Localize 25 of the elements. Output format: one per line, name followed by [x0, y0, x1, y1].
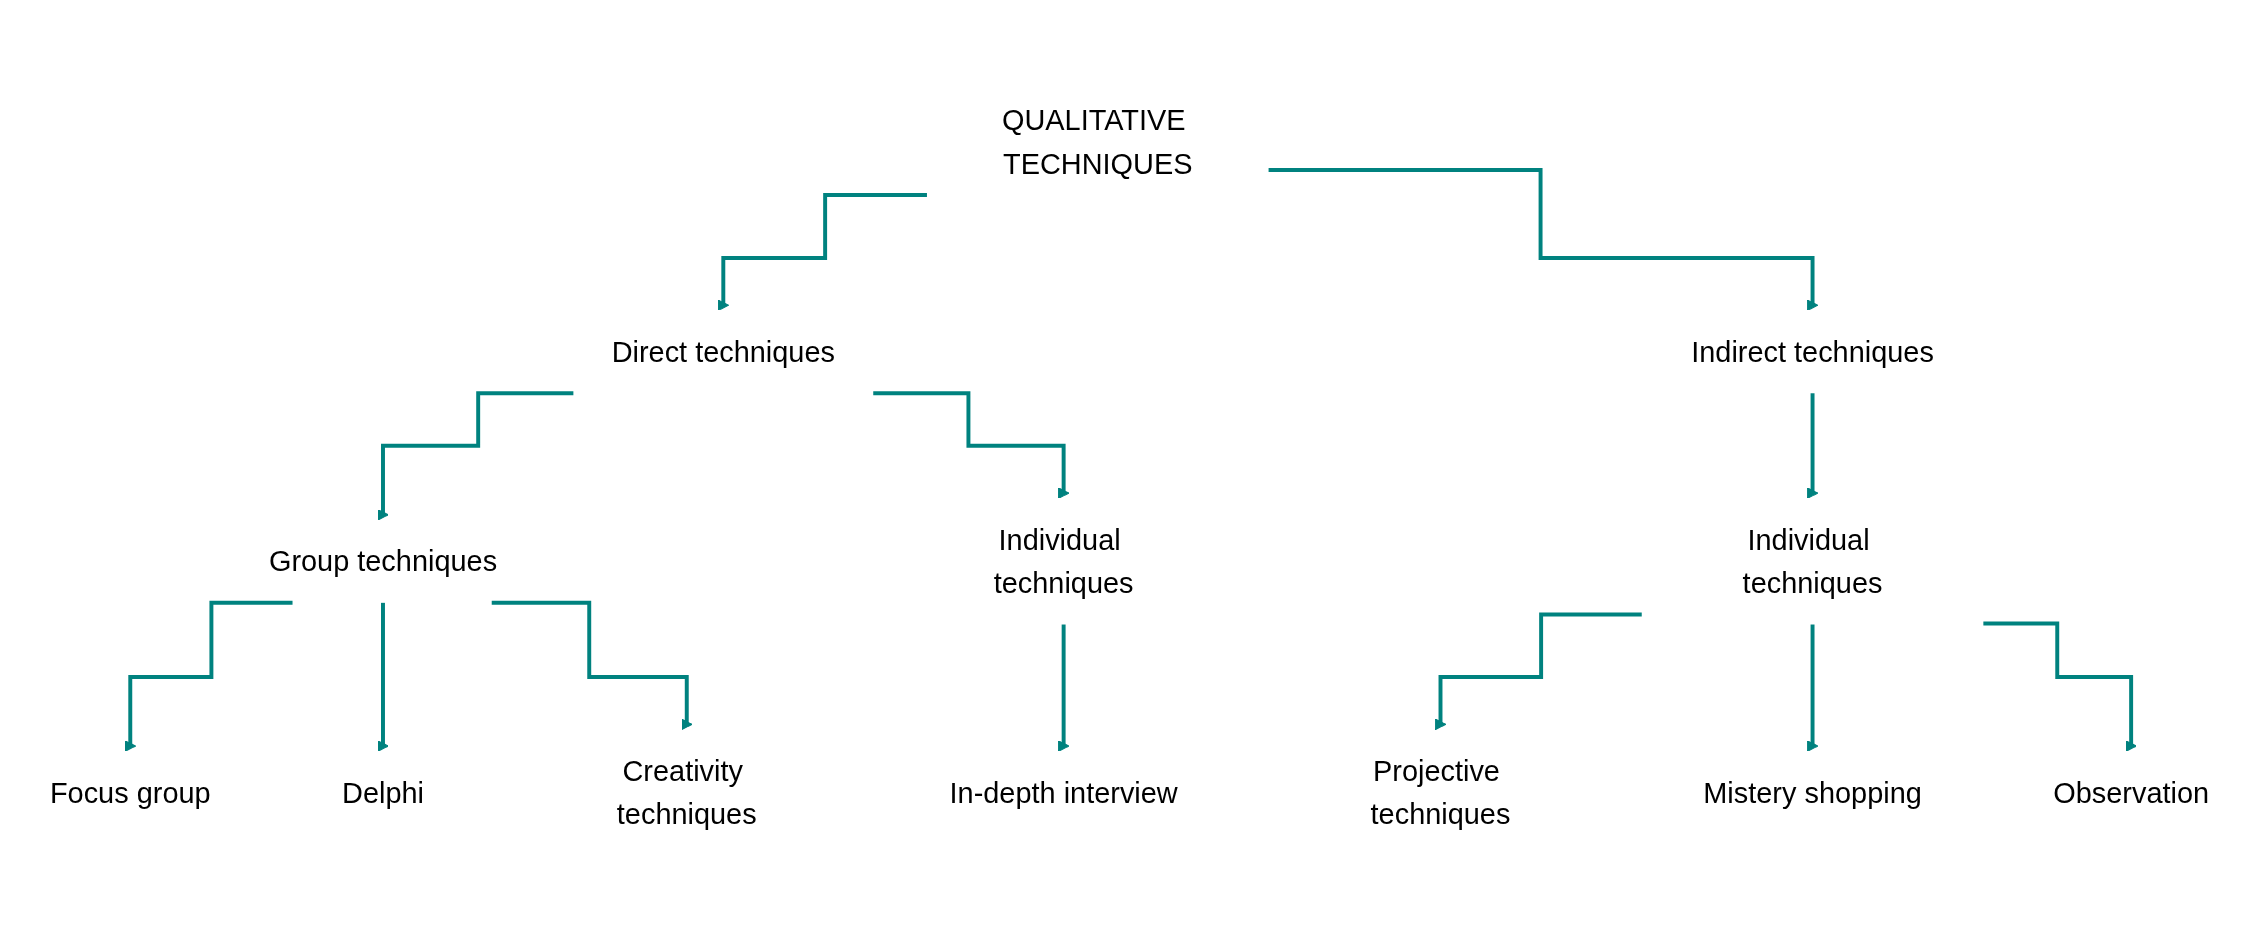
node-text: QUALITATIVE TECHNIQUES [1001, 104, 1193, 181]
node-text: Creativity techniques [616, 754, 757, 831]
arrow [377, 391, 574, 521]
arrow [1434, 612, 1642, 731]
node-text: Mistery shopping [1703, 776, 1922, 810]
arrow [491, 600, 693, 731]
arrow [1983, 621, 2137, 752]
arrow [717, 193, 927, 311]
arrow [1806, 391, 1819, 499]
node-text: Direct techniques [611, 335, 835, 369]
arrow [377, 600, 389, 752]
arrow [124, 600, 293, 752]
node-text: Individual techniques [993, 523, 1134, 600]
node-text: Focus group [49, 776, 211, 810]
arrow [873, 391, 1070, 499]
node-text: Individual techniques [1742, 523, 1883, 600]
node-text: Indirect techniques [1691, 335, 1934, 369]
node-text: Observation [2053, 776, 2210, 810]
arrow [1268, 167, 1819, 311]
node-text: Delphi [342, 776, 424, 810]
arrow [1806, 622, 1819, 752]
node-text: In-depth interview [949, 776, 1178, 810]
node-text: Group techniques [268, 545, 498, 578]
node-text: Projective techniques [1370, 754, 1511, 831]
arrow [1057, 622, 1070, 752]
